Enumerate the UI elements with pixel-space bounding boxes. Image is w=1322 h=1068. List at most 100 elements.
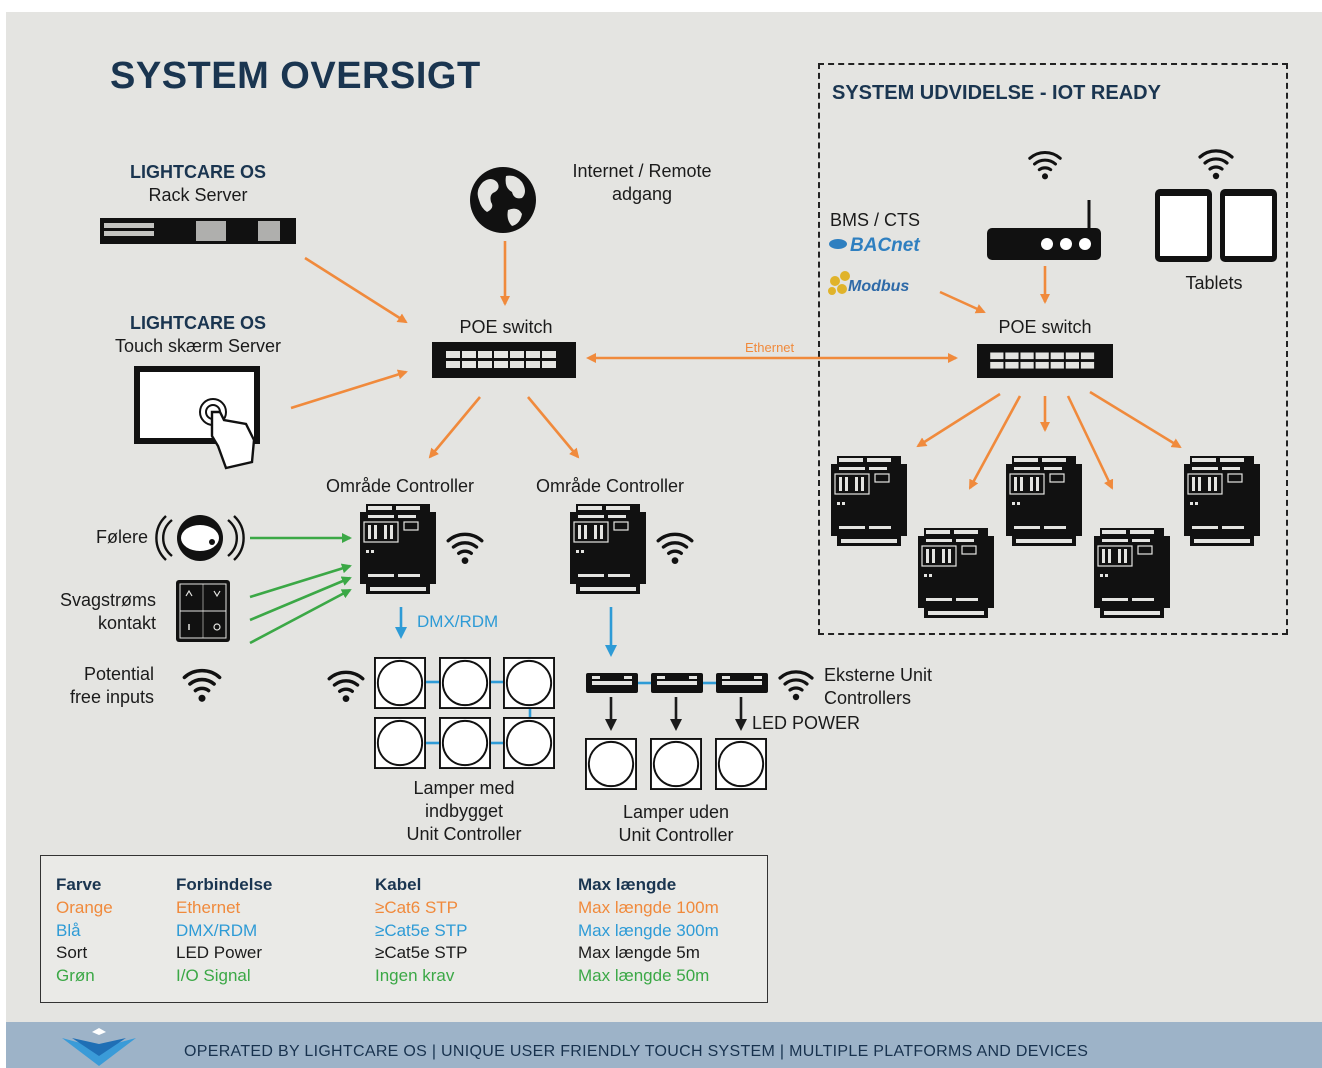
unit-controller-3-icon: [716, 673, 768, 693]
diagram-panel: [6, 12, 1322, 1022]
legend-cell: DMX/RDM: [176, 920, 258, 940]
legend-cell: Max længde 100m: [578, 897, 719, 917]
legend-cell: Sort: [56, 943, 88, 963]
unit-controller-2-icon: [651, 673, 703, 693]
dmx-connections: [395, 607, 718, 745]
bacnet-logo: [829, 239, 847, 249]
io-signal-connections: [249, 533, 352, 645]
tablets-wifi-icon: [1198, 149, 1234, 181]
switch-label: Svagstrøms: [59, 590, 156, 610]
internet-label-2: adgang: [611, 184, 673, 204]
router-wifi-icon: [1028, 150, 1062, 181]
switch-label-2: kontakt: [97, 613, 156, 633]
dmx-rdm-label: DMX/RDM: [417, 612, 499, 631]
ext-controller-4-icon: [1094, 528, 1170, 618]
unit-controller-1-icon: [586, 673, 638, 693]
controller-left-wifi-icon: [446, 532, 484, 566]
legend-cell: Orange: [56, 897, 113, 917]
ext-controller-2-icon: [918, 528, 994, 618]
legend-col-cable: Kabel ≥Cat6 STP ≥Cat5e STP ≥Cat5e STP In…: [375, 874, 467, 988]
legend-cell: ≥Cat6 STP: [375, 897, 459, 917]
touch-screen-server-icon: [134, 366, 260, 470]
potential-inputs-label: Potential: [83, 664, 154, 684]
rack-server-subtitle: Rack Server: [148, 185, 248, 205]
extension-title: SYSTEM UDVIDELSE - IOT READY: [832, 82, 1161, 104]
iot-extension-box: [818, 63, 1288, 635]
legend-cell: ≥Cat5e STP: [375, 943, 468, 963]
router-icon: [987, 200, 1101, 260]
lightcare-logo-icon: [62, 1028, 136, 1066]
legend-col-max-length: Max længde Max længde 100m Max længde 30…: [578, 874, 719, 988]
touch-server-subtitle: Touch skærm Server: [114, 336, 282, 356]
lamps-with-label: Lamper med: [413, 778, 515, 798]
lamps-with-label-2: indbygget: [424, 801, 504, 821]
bacnet-label: BACnet: [850, 235, 920, 256]
legend-header: Max længde: [578, 875, 677, 894]
area-controller-right-icon: [570, 504, 646, 594]
legend-cell: I/O Signal: [176, 966, 251, 986]
legend-header: Farve: [56, 875, 102, 894]
legend-col-connection: Forbindelse Ethernet DMX/RDM LED Power I…: [176, 874, 272, 988]
tablets-label: Tablets: [1185, 273, 1243, 293]
bms-label: BMS / CTS: [830, 210, 921, 230]
legend-cell: Blå: [56, 920, 81, 940]
led-power-connections: [605, 697, 747, 731]
lamps-without-label-2: Unit Controller: [618, 825, 734, 845]
lamp-integrated-1: [374, 657, 426, 709]
ethernet-label: Ethernet: [745, 340, 795, 355]
rack-server-title: LIGHTCARE OS: [130, 162, 267, 182]
modbus-label: Modbus: [848, 278, 910, 295]
potential-inputs-label-2: free inputs: [69, 687, 154, 707]
external-controllers-label: Eksterne Unit: [824, 665, 933, 685]
modbus-logo: [828, 271, 850, 295]
legend-cell: Ingen krav: [375, 966, 455, 986]
legend-box: Farve Orange Blå Sort Grøn Forbindelse E…: [40, 855, 768, 1003]
wall-switch-icon: [176, 580, 230, 642]
legend-cell: Max længde 300m: [578, 920, 719, 940]
lamps-with-label-3: Unit Controller: [406, 824, 522, 844]
poe-switch-left-icon: [432, 342, 576, 378]
sensor-icon: [155, 515, 245, 561]
touch-server-title: LIGHTCARE OS: [129, 313, 266, 333]
footer-tagline: OPERATED BY LIGHTCARE OS | UNIQUE USER F…: [184, 1043, 1089, 1060]
globe-icon: [470, 167, 536, 233]
ext-controller-5-icon: [1184, 456, 1260, 546]
poe-switch-left-label: POE switch: [459, 317, 553, 337]
lamp-plain-1: [585, 738, 637, 790]
legend-cell: Max længde 50m: [578, 966, 710, 986]
lamps-without-label: Lamper uden: [622, 802, 730, 822]
poe-switch-right-label: POE switch: [998, 317, 1092, 337]
ethernet-connections: [290, 241, 1182, 490]
tablets-icon: [1155, 189, 1277, 262]
legend-header: Kabel: [375, 875, 422, 894]
potential-inputs-wifi-icon: [182, 668, 222, 704]
lamps-wifi-icon: [327, 670, 365, 704]
controller-right-wifi-icon: [656, 532, 694, 566]
legend-cell: Max længde 5m: [578, 943, 700, 963]
legend-cell: Grøn: [56, 966, 95, 986]
legend-col-color: Farve Orange Blå Sort Grøn: [56, 874, 113, 988]
footer-bar: OPERATED BY LIGHTCARE OS | UNIQUE USER F…: [6, 1022, 1322, 1068]
external-controllers-label-2: Controllers: [824, 688, 912, 708]
ext-controller-3-icon: [1006, 456, 1082, 546]
legend-cell: LED Power: [176, 943, 262, 963]
area-controller-left-icon: [360, 504, 436, 594]
legend-header: Forbindelse: [176, 875, 273, 894]
lamp-integrated-5: [439, 717, 491, 769]
legend-cell: Ethernet: [176, 897, 241, 917]
lamp-integrated-3: [503, 657, 555, 709]
lamp-integrated-2: [439, 657, 491, 709]
page-title: SYSTEM OVERSIGT: [110, 55, 481, 97]
unit-controllers-wifi-icon: [778, 670, 814, 702]
lamp-plain-2: [650, 738, 702, 790]
led-power-label: LED POWER: [752, 713, 861, 733]
rack-server-icon: [100, 218, 296, 244]
lamp-plain-3: [715, 738, 767, 790]
legend-cell: ≥Cat5e STP: [375, 920, 468, 940]
sensors-label: Følere: [96, 527, 149, 547]
internet-label: Internet / Remote: [572, 161, 712, 181]
poe-switch-right-icon: [977, 344, 1113, 378]
controller-right-label: Område Controller: [535, 476, 685, 496]
lamp-integrated-4: [374, 717, 426, 769]
